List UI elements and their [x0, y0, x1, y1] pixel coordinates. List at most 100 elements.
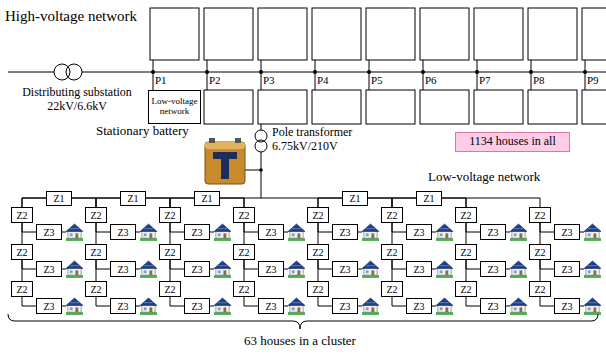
lv-wires	[22, 198, 601, 315]
wire-connector	[392, 297, 406, 306]
house-icon	[288, 224, 305, 241]
service-wire	[136, 232, 140, 233]
wire-connector	[22, 260, 23, 281]
impedance-box: Z3	[36, 224, 62, 240]
wire-connector	[170, 297, 184, 306]
service-wire	[506, 232, 510, 233]
wire-connector	[466, 260, 480, 269]
wire-connector	[392, 223, 393, 244]
node-text: Z3	[191, 301, 202, 312]
service-wire	[210, 269, 214, 270]
tap-label: P7	[479, 74, 491, 87]
impedance-box: Z3	[406, 298, 432, 314]
house-icon	[214, 298, 231, 315]
feeder-box	[312, 8, 361, 60]
tap-label: P1	[155, 74, 167, 87]
tap-dot	[421, 70, 425, 74]
impedance-box: Z3	[554, 224, 580, 240]
impedance-box: Z2	[11, 244, 33, 260]
node-text: Z3	[339, 264, 350, 275]
node-text: Z2	[90, 210, 101, 221]
wire-connector	[392, 260, 393, 281]
impedance-box: Z2	[159, 207, 181, 223]
pole-transformer-symbol	[255, 140, 267, 152]
wire-connector	[318, 223, 319, 244]
node-text: Z3	[339, 301, 350, 312]
drop-line	[261, 124, 262, 130]
node-text: Z3	[487, 227, 498, 238]
impedance-box: Z2	[85, 281, 107, 297]
impedance-box: Z2	[455, 281, 477, 297]
wire-connector	[244, 260, 245, 281]
wire-connector	[466, 260, 467, 281]
wire-connector	[170, 198, 194, 207]
impedance-box: Z1	[194, 191, 220, 206]
network-box: Low-voltage network	[148, 90, 201, 124]
wire-connector	[392, 223, 406, 232]
impedance-box: Z3	[480, 261, 506, 277]
node-text: Z2	[312, 284, 323, 295]
summary-box: 1134 houses in all	[455, 132, 570, 152]
service-wire	[210, 306, 214, 307]
node-text: Z3	[487, 301, 498, 312]
house-icon	[140, 298, 157, 315]
house-icon	[140, 224, 157, 241]
node-text: Z2	[238, 284, 249, 295]
node-text: Z2	[460, 210, 471, 221]
node-text: Z3	[561, 301, 572, 312]
caption-label: High-voltage network	[5, 8, 137, 25]
impedance-box: Z3	[110, 298, 136, 314]
wire-connector	[318, 260, 332, 269]
tap-label: P6	[425, 74, 437, 87]
wire-connector	[96, 297, 110, 306]
house-icon	[436, 298, 453, 315]
wire-connector	[318, 260, 319, 281]
tap-line	[207, 60, 208, 90]
impedance-box: Z2	[529, 207, 551, 223]
service-wire	[62, 269, 66, 270]
wire-connector	[540, 260, 541, 281]
node-text: Z3	[413, 301, 424, 312]
impedance-box: Z3	[258, 224, 284, 240]
node-text: Z1	[423, 193, 434, 204]
column-stub	[540, 198, 541, 207]
impedance-box: Z3	[110, 224, 136, 240]
feeder-box	[420, 90, 469, 124]
wire-connector	[540, 223, 554, 232]
caption-label: Distributing substation 22kV/6.6kV	[12, 86, 142, 114]
feeder-box	[204, 90, 253, 124]
service-wire	[580, 232, 584, 233]
service-wire	[284, 269, 288, 270]
junction-dot	[259, 168, 263, 172]
feeder-box	[474, 90, 523, 124]
node-text: Z2	[460, 247, 471, 258]
service-wire	[136, 269, 140, 270]
node-text: Z3	[265, 264, 276, 275]
house-icon	[584, 224, 601, 241]
wire-connector	[466, 223, 467, 244]
wire-connector	[96, 223, 97, 244]
impedance-box: Z3	[332, 298, 358, 314]
tap-dot	[475, 70, 479, 74]
impedance-box: Z2	[381, 281, 403, 297]
impedance-box: Z2	[307, 207, 329, 223]
node-text: Z3	[413, 227, 424, 238]
impedance-box: Z3	[332, 261, 358, 277]
hv-bus	[82, 72, 606, 73]
tap-dot	[529, 70, 533, 74]
node-text: Z2	[16, 284, 27, 295]
impedance-box: Z3	[36, 298, 62, 314]
wire-connector	[392, 198, 416, 207]
impedance-box: Z2	[455, 244, 477, 260]
node-text: Z1	[127, 193, 138, 204]
node-text: Z3	[43, 301, 54, 312]
impedance-box: Z2	[529, 281, 551, 297]
node-text: Z2	[386, 284, 397, 295]
node-text: Z2	[534, 247, 545, 258]
house-icon	[66, 224, 83, 241]
node-text: Z2	[386, 210, 397, 221]
tap-dot	[205, 70, 209, 74]
impedance-box: Z2	[159, 244, 181, 260]
tap-label: P2	[209, 74, 221, 87]
